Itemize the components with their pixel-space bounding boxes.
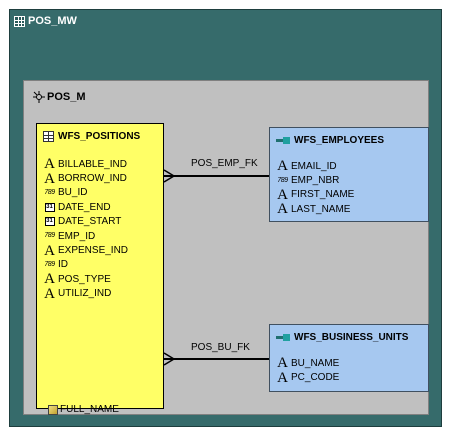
model-title-bar: POS_MW [14, 13, 77, 29]
text-type-icon: A [277, 369, 288, 386]
subarea-pos-m[interactable]: POS_M POS_EMP_FK POS_BU_FK WFS_POSITIONS [23, 80, 429, 415]
text-type-icon: A [44, 170, 55, 187]
subarea-title: POS_M [47, 91, 86, 103]
calendar-type-icon: 31 [44, 217, 55, 227]
key-icon [276, 136, 290, 145]
calendar-type-icon: 31 [44, 202, 55, 212]
column-name: POS_TYPE [58, 273, 111, 285]
table-name: WFS_EMPLOYEES [294, 135, 385, 146]
column-name: DATE_START [58, 216, 122, 228]
cube-icon [48, 404, 58, 415]
text-type-icon: A [44, 285, 55, 302]
key-icon [276, 333, 290, 342]
model-grid-icon [14, 15, 25, 27]
model-canvas-pos-mw[interactable]: POS_MW POS_M [9, 9, 442, 427]
number-type-icon: 789 [44, 232, 55, 240]
text-type-icon: A [277, 201, 288, 218]
table-header: WFS_POSITIONS [43, 131, 140, 142]
column-name: EMP_NBR [291, 175, 340, 187]
text-type-icon: A [277, 158, 288, 175]
column-name: EXPENSE_IND [58, 245, 129, 257]
subarea-diagram-icon [33, 91, 45, 103]
column-name: BILLABLE_IND [58, 158, 127, 170]
text-type-icon: A [277, 355, 288, 372]
footer-label: FULL_NAME [60, 404, 119, 415]
number-type-icon: 789 [277, 176, 288, 184]
model-title: POS_MW [28, 15, 77, 27]
table-icon [43, 131, 54, 142]
number-type-icon: 789 [44, 188, 55, 196]
column-name: EMP_ID [58, 230, 96, 242]
column-name: BORROW_IND [58, 173, 127, 185]
relationship-line-emp[interactable] [163, 169, 269, 183]
text-type-icon: A [44, 156, 55, 173]
table-name: WFS_BUSINESS_UNITS [294, 332, 409, 343]
table-header: WFS_BUSINESS_UNITS [276, 332, 408, 343]
relationship-label-emp-fk[interactable]: POS_EMP_FK [191, 158, 258, 169]
text-type-icon: A [277, 186, 288, 203]
column-name: ID [58, 259, 68, 271]
column-name: FIRST_NAME [291, 189, 355, 201]
relationship-line-bu[interactable] [163, 352, 269, 366]
number-type-icon: 789 [44, 260, 55, 268]
footer-item[interactable]: FULL_NAME [48, 404, 119, 415]
table-name: WFS_POSITIONS [58, 131, 141, 142]
column-name: UTILIZ_IND [58, 288, 112, 300]
column-name: BU_ID [58, 187, 88, 199]
relationship-label-bu-fk[interactable]: POS_BU_FK [191, 342, 250, 353]
column-name: PC_CODE [291, 372, 340, 384]
subarea-title-bar: POS_M [33, 91, 86, 103]
table-header: WFS_EMPLOYEES [276, 135, 384, 146]
text-type-icon: A [44, 242, 55, 259]
column-name: DATE_END [58, 201, 111, 213]
column-name: LAST_NAME [291, 203, 351, 215]
column-name: EMAIL_ID [291, 160, 337, 172]
text-type-icon: A [44, 271, 55, 288]
column-name: BU_NAME [291, 357, 340, 369]
